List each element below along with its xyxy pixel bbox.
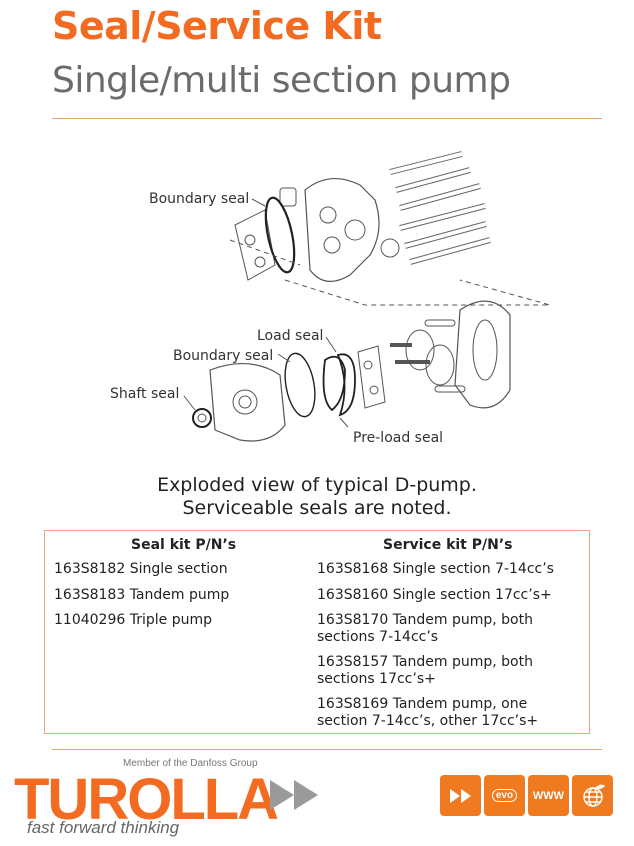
- diagram-caption-line1: Exploded view of typical D-pump.: [157, 474, 477, 496]
- logo-arrows-icon: [270, 780, 318, 810]
- header-divider: [52, 118, 602, 119]
- fast-forward-button[interactable]: [440, 775, 481, 816]
- www-label: WWW: [532, 789, 565, 802]
- globe-button[interactable]: [572, 775, 613, 816]
- fast-forward-icon: [449, 788, 471, 803]
- member-text: Member of the Danfoss Group: [123, 758, 258, 769]
- seal-kit-item: 163S8183 Tandem pump: [54, 587, 230, 603]
- label-load-seal: Load seal: [257, 328, 324, 344]
- bolts-illustration: [389, 151, 491, 265]
- label-preload-seal: Pre-load seal: [353, 430, 444, 446]
- page-title: Seal/Service Kit: [52, 4, 382, 48]
- tagline: fast forward thinking: [27, 818, 180, 837]
- footer-divider: [52, 749, 602, 750]
- label-boundary-seal-top: Boundary seal: [149, 191, 250, 207]
- page-subtitle: Single/multi section pump: [52, 60, 511, 101]
- seal-kit-item: 163S8182 Single section: [54, 561, 228, 577]
- exploded-pump-diagram: [183, 151, 551, 442]
- seal-kit-item: 11040296 Triple pump: [54, 612, 212, 628]
- service-kit-item: 163S8168 Single section 7-14cc’s: [317, 561, 554, 577]
- service-kit-heading: Service kit P/N’s: [383, 537, 513, 553]
- evo-label: evo: [491, 789, 518, 802]
- gears-illustration: [390, 329, 455, 386]
- diagram-caption-line2: Serviceable seals are noted.: [182, 497, 452, 519]
- upper-housing-illustration: [279, 178, 400, 282]
- evo-button[interactable]: evo: [484, 775, 525, 816]
- www-button[interactable]: WWW: [528, 775, 569, 816]
- front-housing-illustration: [209, 362, 286, 442]
- service-kit-item: 163S8157 Tandem pump, both sections 17cc…: [317, 654, 533, 687]
- globe-icon: [582, 784, 605, 807]
- label-boundary-seal-lower: Boundary seal: [173, 348, 274, 364]
- service-kit-item: 163S8170 Tandem pump, both sections 7-14…: [317, 612, 533, 645]
- kit-table: Seal kit P/N’s 163S8182 Single section 1…: [44, 530, 590, 734]
- boundary-seal-top-ring: [264, 196, 296, 274]
- seal-kit-heading: Seal kit P/N’s: [131, 537, 237, 553]
- rear-cover-illustration: [454, 300, 511, 409]
- label-shaft-seal: Shaft seal: [110, 386, 180, 402]
- service-kit-item: 163S8160 Single section 17cc’s+: [317, 587, 552, 603]
- turolla-logo: TUROLLA: [14, 767, 279, 832]
- service-kit-item: 163S8169 Tandem pump, one section 7-14cc…: [317, 696, 539, 729]
